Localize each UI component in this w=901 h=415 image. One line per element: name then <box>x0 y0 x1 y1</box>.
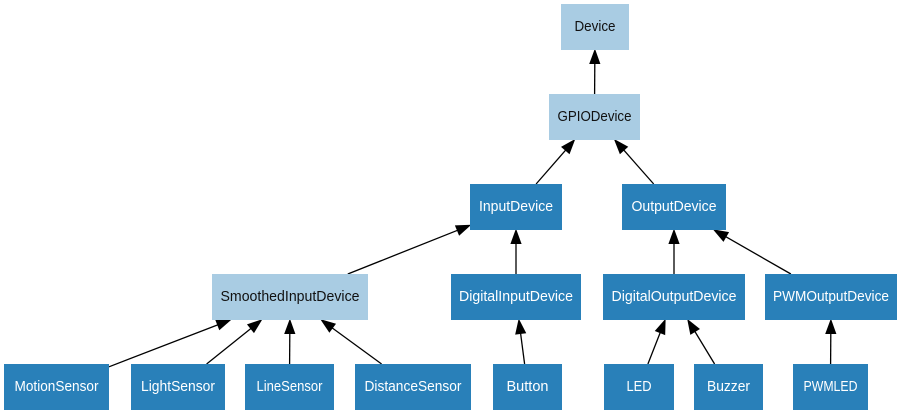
svg-text:Button: Button <box>507 379 549 395</box>
svg-text:Buzzer: Buzzer <box>707 379 750 395</box>
svg-text:DistanceSensor: DistanceSensor <box>365 379 462 395</box>
svg-text:PWMLED: PWMLED <box>804 379 858 395</box>
svg-text:DigitalOutputDevice: DigitalOutputDevice <box>612 289 737 305</box>
svg-text:MotionSensor: MotionSensor <box>15 379 99 395</box>
svg-text:LineSensor: LineSensor <box>257 379 323 395</box>
svg-text:PWMOutputDevice: PWMOutputDevice <box>773 289 889 305</box>
svg-text:InputDevice: InputDevice <box>479 199 553 215</box>
svg-text:GPIODevice: GPIODevice <box>558 109 632 125</box>
svg-text:SmoothedInputDevice: SmoothedInputDevice <box>221 289 360 305</box>
svg-text:OutputDevice: OutputDevice <box>632 199 717 215</box>
svg-text:Device: Device <box>575 19 616 35</box>
svg-text:LightSensor: LightSensor <box>141 379 215 395</box>
svg-text:LED: LED <box>627 379 652 395</box>
svg-text:DigitalInputDevice: DigitalInputDevice <box>459 289 573 305</box>
